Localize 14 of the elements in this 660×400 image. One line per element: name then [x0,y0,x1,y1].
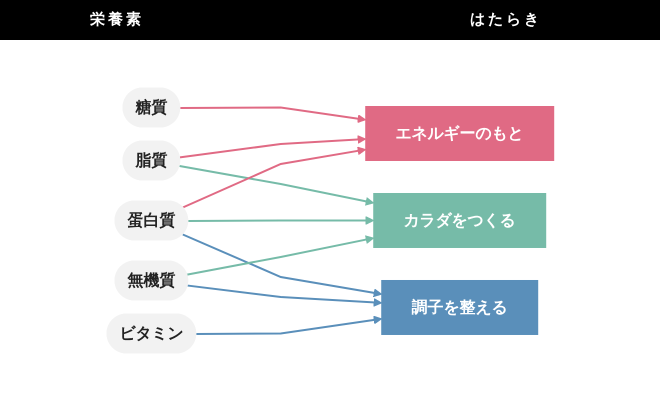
arrow [186,234,374,276]
node-box: カラダをつくる [372,192,546,248]
arrow [187,284,382,306]
column-header: はたらき [470,10,542,29]
arrow [188,216,374,224]
arrow [180,106,366,123]
arrow [179,164,374,206]
node-box: エネルギーのもと [364,106,554,160]
column-header: 栄養素 [90,10,144,29]
arrow [182,233,382,297]
arrow [196,315,382,334]
arrow [179,134,366,158]
node-box: 調子を整える [380,280,538,334]
arrow [182,146,366,208]
